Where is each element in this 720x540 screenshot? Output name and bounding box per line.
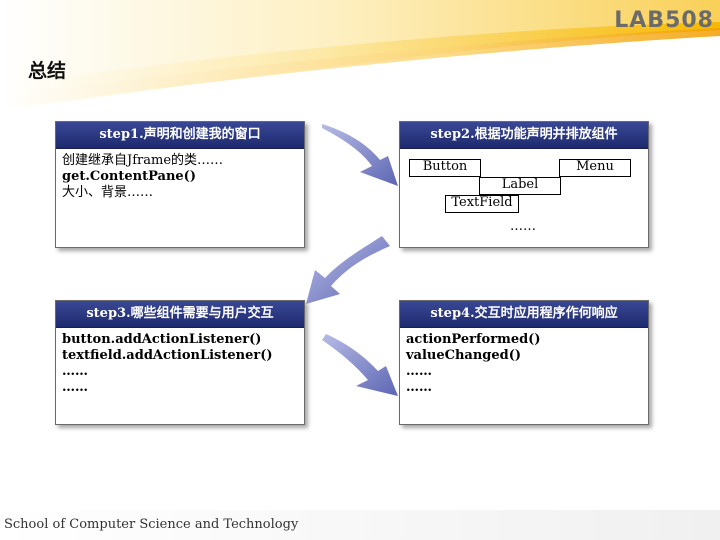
step3-line: textfield.addActionListener()	[62, 348, 273, 363]
step1-box: step1.声明和创建我的窗口 创建继承自Jframe的类…… get.Cont…	[55, 121, 305, 248]
header-swoosh	[0, 0, 720, 110]
step4-line: valueChanged()	[406, 348, 522, 363]
arrow-right-icon	[322, 334, 398, 396]
arrow-right-icon	[322, 124, 398, 186]
step3-line: ……	[62, 364, 88, 379]
textfield-component: TextField	[445, 195, 519, 213]
step1-body: 创建继承自Jframe的类…… get.ContentPane() 大小、背景……	[56, 149, 304, 205]
arrow-down-left-icon	[306, 236, 390, 304]
menu-component: Menu	[559, 159, 631, 177]
step4-header: step4.交互时应用程序作何响应	[400, 301, 648, 328]
step3-header: step3.哪些组件需要与用户交互	[56, 301, 304, 328]
step1-line: get.ContentPane()	[62, 169, 196, 184]
button-component: Button	[409, 159, 481, 177]
step4-line: ……	[406, 364, 432, 379]
step2-ellipsis: ……	[510, 219, 536, 234]
step1-line: 大小、背景……	[62, 185, 154, 200]
step3-line: button.addActionListener()	[62, 332, 262, 347]
step4-line: ……	[406, 380, 432, 395]
step4-line: actionPerformed()	[406, 332, 541, 347]
step3-body: button.addActionListener() textfield.add…	[56, 328, 304, 400]
step1-header: step1.声明和创建我的窗口	[56, 122, 304, 149]
step4-body: actionPerformed() valueChanged() …… ……	[400, 328, 648, 400]
step1-line: 创建继承自Jframe的类……	[62, 153, 224, 168]
label-component: Label	[479, 177, 561, 195]
step3-box: step3.哪些组件需要与用户交互 button.addActionListen…	[55, 300, 305, 425]
step2-header: step2.根据功能声明并排放组件	[400, 122, 648, 149]
slide-title: 总结	[28, 60, 67, 82]
footer-text: School of Computer Science and Technolog…	[4, 517, 299, 532]
step3-line: ……	[62, 380, 88, 395]
step2-box: step2.根据功能声明并排放组件 Button Menu Label Text…	[399, 121, 649, 248]
lab-logo: LAB508	[614, 8, 714, 33]
step4-box: step4.交互时应用程序作何响应 actionPerformed() valu…	[399, 300, 649, 425]
